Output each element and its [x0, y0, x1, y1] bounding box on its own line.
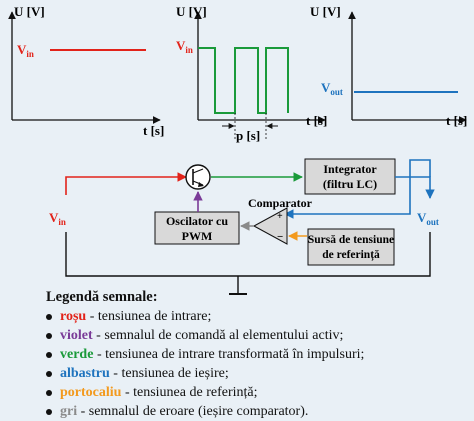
legend-description: - tensiunea de intrare transformată în i…: [93, 347, 365, 362]
graph3-u-label: U [V]: [310, 4, 341, 19]
legend-list: roșu - tensiunea de intrare;violet - sem…: [46, 307, 466, 421]
legend-description: - tensiunea de referință;: [121, 385, 258, 400]
comparator-symbol: [252, 207, 288, 245]
output-wire: [395, 176, 435, 199]
transistor-symbol: [185, 164, 211, 190]
oscillator-line1: Oscilator cu: [166, 214, 228, 228]
bullet-icon: [46, 371, 52, 377]
comparator-minus: −: [277, 231, 283, 243]
legend-item: roșu - tensiunea de intrare;: [46, 307, 466, 326]
circuit-vin-label: Vin: [49, 210, 66, 227]
oscillator-box: [154, 211, 240, 245]
legend-title: Legendă semnale:: [46, 289, 158, 305]
graph2-vin-label: Vin: [176, 38, 193, 55]
feedback-wire: [284, 159, 431, 219]
bullet-icon: [46, 333, 52, 339]
graph-input: U [V] t [s] Vin: [8, 4, 164, 138]
legend-description: - semnalul de eroare (ieșire comparator)…: [77, 404, 309, 419]
ground-wire: [65, 232, 431, 277]
graph1-u-label: U [V]: [14, 4, 45, 19]
legend-item: albastru - tensiunea de ieșire;: [46, 364, 466, 383]
graph-pwm: U [V] t [s] Vin p [s]: [176, 4, 327, 143]
legend-item: violet - semnalul de comandă al elementu…: [46, 326, 466, 345]
oscillator-line2: PWM: [182, 229, 213, 243]
legend-item: verde - tensiunea de intrare transformat…: [46, 345, 466, 364]
legend-color-word: albastru: [60, 366, 110, 381]
bullet-icon: [46, 314, 52, 320]
graph2-pwm-signal: [198, 47, 289, 114]
reference-box: [307, 228, 395, 266]
graph1-vin-label: Vin: [17, 42, 34, 59]
circuit-vout-label: Vout: [417, 210, 439, 227]
bullet-icon: [46, 409, 52, 415]
graph2-u-label: U [V]: [176, 4, 207, 19]
reference-line1: Sursă de tensiune: [308, 234, 394, 246]
legend-description: - tensiunea de intrare;: [86, 309, 212, 324]
legend-color-word: verde: [60, 347, 94, 362]
circuit: Vin Integrator (filtru LC) Vout + − Comp…: [49, 158, 439, 295]
legend-color-word: portocaliu: [60, 385, 122, 400]
legend-description: - tensiunea de ieșire;: [109, 366, 229, 381]
legend-item: gri - semnalul de eroare (ieșire compara…: [46, 402, 466, 421]
legend-description: - semnalul de comandă al elementului act…: [92, 328, 344, 343]
legend-color-word: violet: [60, 328, 93, 343]
comparator-plus: +: [277, 211, 283, 222]
input-wire: [65, 172, 187, 195]
graph3-t-label: t [s]: [446, 113, 467, 128]
graph2-t-label: t [s]: [306, 113, 327, 128]
comparator-label: Comparator: [248, 196, 313, 210]
legend-color-word: roșu: [60, 309, 87, 324]
bullet-icon: [46, 390, 52, 396]
graph-output: U [V] t [s] Vout: [310, 4, 467, 128]
legend: Legendă semnale: roșu - tensiunea de int…: [46, 288, 466, 421]
bullet-icon: [46, 352, 52, 358]
reference-line2: de referință: [322, 249, 380, 262]
graph1-t-label: t [s]: [143, 123, 164, 138]
period-label: p [s]: [236, 128, 260, 143]
legend-item: portocaliu - tensiunea de referință;: [46, 383, 466, 402]
integrator-line2: (filtru LC): [323, 177, 377, 191]
legend-color-word: gri: [60, 404, 78, 419]
graph3-vout-label: Vout: [321, 80, 343, 97]
integrator-box: [304, 158, 396, 195]
integrator-line1: Integrator: [323, 162, 377, 176]
